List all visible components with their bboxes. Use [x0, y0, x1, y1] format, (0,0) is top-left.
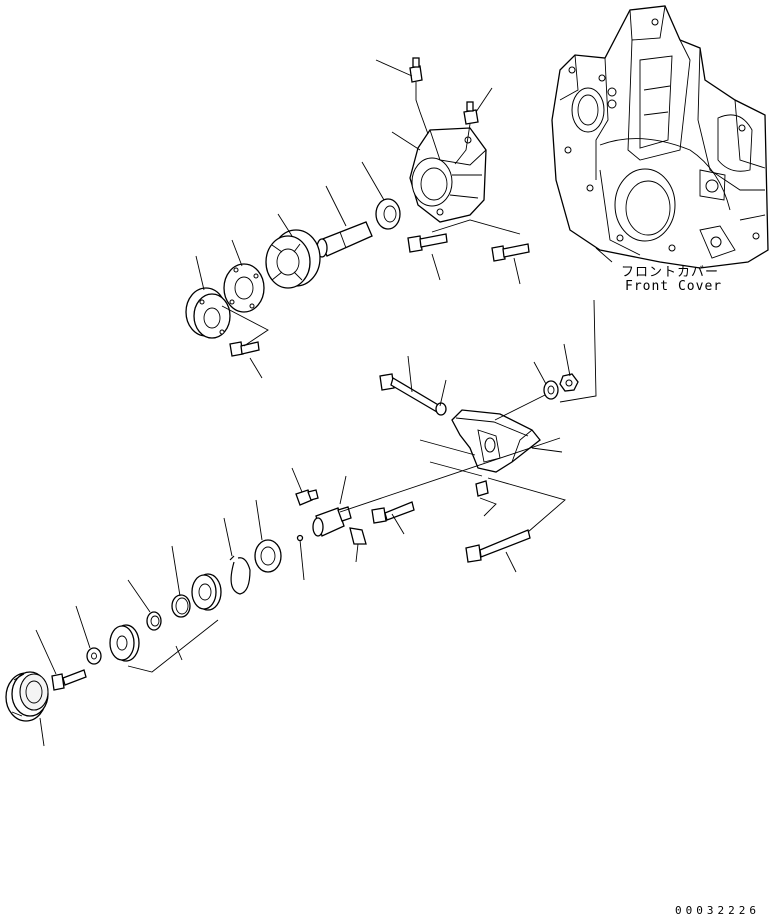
bracket-part	[451, 409, 541, 473]
fitting-part	[349, 527, 367, 545]
bolt-part	[51, 669, 87, 691]
bolt-part	[229, 341, 260, 357]
snap-ring-part	[229, 555, 251, 595]
housing-part	[409, 127, 487, 223]
bolt-part	[371, 501, 415, 524]
sensor-part	[312, 506, 352, 537]
bolt-part	[465, 529, 531, 563]
spacer-ring-part	[171, 594, 191, 618]
bolt-part	[491, 243, 530, 262]
fitting-part	[295, 489, 319, 506]
shaft-part	[316, 221, 373, 258]
pin-part	[475, 480, 489, 497]
washer-part	[435, 402, 447, 416]
bolt-part	[407, 233, 448, 253]
front-cover-part	[551, 5, 769, 269]
grease-nipple-part	[409, 57, 429, 135]
bearing-part	[109, 624, 140, 662]
bearing-part	[191, 573, 222, 611]
collar-part	[146, 611, 162, 631]
front-cover-label-en: Front Cover	[625, 279, 723, 294]
leader-lines	[35, 59, 571, 747]
drawing-number: 00032226	[675, 904, 760, 917]
o-ring-part	[296, 534, 304, 542]
grease-nipple-part	[454, 101, 479, 165]
pulley-part	[5, 671, 49, 722]
washer-part	[86, 647, 102, 665]
nut-part	[559, 373, 579, 392]
washer-part	[543, 380, 559, 400]
gasket-plate-part	[223, 263, 265, 313]
rotor-part	[265, 229, 321, 289]
front-cover-label-jp: フロントカバー	[621, 265, 720, 280]
bearing-part	[375, 198, 401, 230]
flange-part	[185, 287, 231, 339]
seal-part	[254, 539, 282, 573]
long-bolt-part	[379, 373, 441, 413]
